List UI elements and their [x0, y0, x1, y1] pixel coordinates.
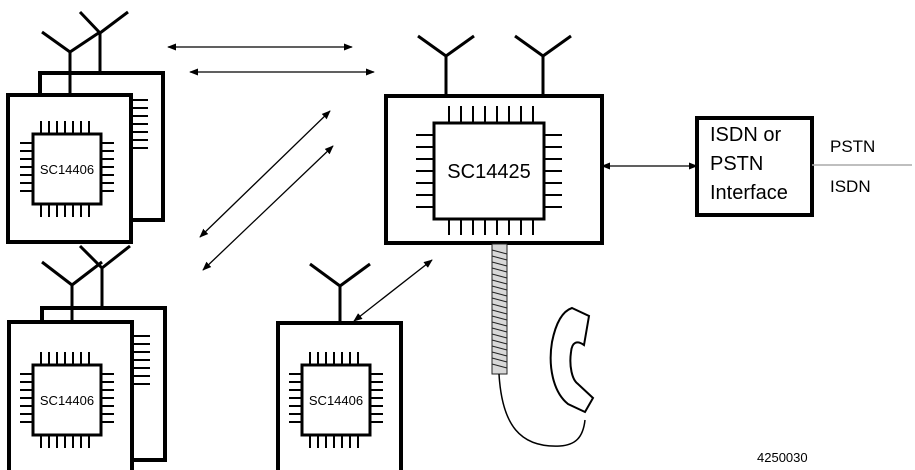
chip-label: SC14406 — [40, 393, 94, 408]
telephone-handset — [491, 243, 595, 447]
figure-number: 4250030 — [757, 450, 808, 465]
base-station: SC14425 — [384, 34, 604, 245]
chip-label: SC14406 — [40, 162, 94, 177]
receiver — [549, 306, 595, 414]
chip-sc14406-bottom-left: SC14406 — [20, 352, 114, 448]
network-label-isdn: ISDN — [830, 177, 871, 196]
chip-sc14406-top-left: SC14406 — [20, 121, 114, 217]
link-arrow-bottom-center — [353, 259, 433, 322]
coiled-cord-ridges — [491, 249, 508, 369]
interface-label-line-3: Interface — [710, 182, 788, 204]
network-label-pstn: PSTN — [830, 137, 875, 156]
chip-label: SC14425 — [447, 161, 530, 183]
chip-sc14425: SC14425 — [416, 106, 562, 235]
chip-label: SC14406 — [309, 393, 363, 408]
front-handset-bottom-left: SC14406 — [7, 260, 134, 470]
handset-bottom-left: SC14406 — [7, 244, 167, 470]
handset-top-left: SC14406 — [6, 10, 165, 244]
handset-bottom-center: SC14406 — [276, 262, 403, 470]
chip-sc14406-bottom-center: SC14406 — [289, 352, 383, 448]
interface-label-line-1: ISDN or — [710, 124, 781, 146]
link-arrow-diag-1 — [199, 110, 331, 238]
front-handset-top-left: SC14406 — [6, 30, 133, 244]
isdn-pstn-interface: ISDN or PSTN Interface — [695, 116, 814, 217]
radio-links — [167, 43, 698, 322]
link-arrow-diag-2 — [202, 145, 334, 271]
cord-wire — [498, 373, 586, 447]
base-antennas — [417, 34, 572, 96]
interface-label-line-2: PSTN — [710, 153, 763, 175]
